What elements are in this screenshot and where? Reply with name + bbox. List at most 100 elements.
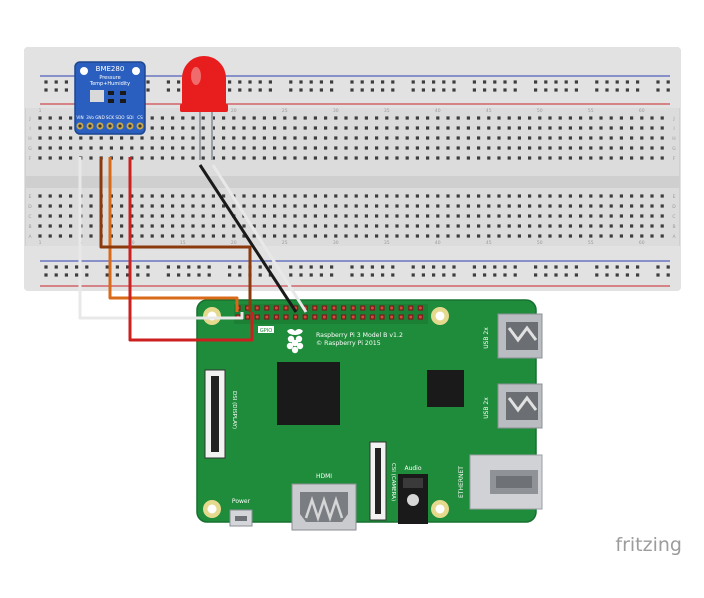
breadboard-hole [293,234,297,238]
breadboard-hole [568,126,572,130]
breadboard-hole [660,234,664,238]
breadboard-hole [171,224,175,228]
breadboard-hole [211,156,215,160]
breadboard-hole [130,214,134,218]
gpio-pin-dot [322,315,326,319]
breadboard-hole [150,136,154,140]
breadboard-hole [426,116,430,120]
breadboard-hole [48,214,52,218]
breadboard-hole [313,146,317,150]
breadboard-hole [211,126,215,130]
breadboard-hole [497,214,501,218]
usb-label-2: USB 2x [483,397,490,419]
breadboard-hole [415,126,419,130]
gpio-pin-dot [313,306,317,310]
breadboard-hole [589,116,593,120]
breadboard-hole [150,116,154,120]
gpio-pin-dot [284,306,288,310]
breadboard-hole [89,194,93,198]
rail-hole [615,88,619,92]
breadboard-hole [558,136,562,140]
column-number: 20 [231,240,237,246]
rail-hole [187,265,191,269]
rail-hole [115,265,119,269]
breadboard-hole [609,146,613,150]
row-letter: H [28,136,31,142]
sensor-pin-hole [138,124,142,128]
rail-hole [564,265,568,269]
breadboard-hole [497,234,501,238]
rail-hole [289,273,293,277]
breadboard-hole [446,214,450,218]
breadboard-hole [507,126,511,130]
rail-hole [503,273,507,277]
breadboard-hole [599,126,603,130]
rail-hole [411,273,415,277]
breadboard-hole [262,116,266,120]
sensor-hole-right [132,67,140,75]
breadboard-hole [293,204,297,208]
breadboard-hole [609,234,613,238]
breadboard-hole [48,146,52,150]
rail-hole [85,273,89,277]
audio-jack [398,474,428,524]
breadboard-hole [354,126,358,130]
sensor-line1: Pressure [99,75,120,81]
rail-hole [411,88,415,92]
breadboard-hole [415,156,419,160]
breadboard-hole [160,224,164,228]
rail-hole [258,265,262,269]
rail-hole [228,88,232,92]
breadboard-hole [405,116,409,120]
breadboard-hole [303,146,307,150]
breadboard-hole [477,136,481,140]
breadboard-hole [446,156,450,160]
gpio-label: GPIO [260,328,272,334]
breadboard-hole [334,136,338,140]
breadboard-hole [171,204,175,208]
breadboard-hole [211,214,215,218]
breadboard-hole [140,146,144,150]
sensor-component [108,99,114,103]
breadboard-hole [456,214,460,218]
rail-hole [75,265,79,269]
breadboard-hole [211,204,215,208]
breadboard-hole [579,136,583,140]
breadboard-hole [466,234,470,238]
breadboard-hole [395,136,399,140]
breadboard-hole [181,126,185,130]
breadboard-hole [477,126,481,130]
breadboard-hole [660,116,664,120]
rail-hole [625,265,629,269]
rail-hole [493,80,497,84]
breadboard-hole [609,156,613,160]
breadboard-hole [385,224,389,228]
breadboard-hole [375,126,379,130]
breadboard-hole [262,146,266,150]
breadboard-hole [599,136,603,140]
sensor-pin-hole [108,124,112,128]
row-letter: I [29,126,30,132]
breadboard-hole [201,224,205,228]
breadboard-hole [324,224,328,228]
row-letter: E [673,194,676,200]
rail-hole [472,265,476,269]
rail-hole [289,80,293,84]
breadboard-hole [538,156,542,160]
rail-hole [595,80,599,84]
breadboard-hole [273,214,277,218]
breadboard-hole [395,194,399,198]
breadboard-hole [120,234,124,238]
breadboard-hole [69,116,73,120]
breadboard-hole [456,136,460,140]
usb-lan-chip [427,370,464,407]
breadboard-hole [436,146,440,150]
breadboard-hole [619,204,623,208]
breadboard-hole [528,194,532,198]
rail-hole [503,265,507,269]
breadboard-hole [130,194,134,198]
breadboard-hole [436,156,440,160]
breadboard-hole [150,194,154,198]
breadboard-hole [222,156,226,160]
